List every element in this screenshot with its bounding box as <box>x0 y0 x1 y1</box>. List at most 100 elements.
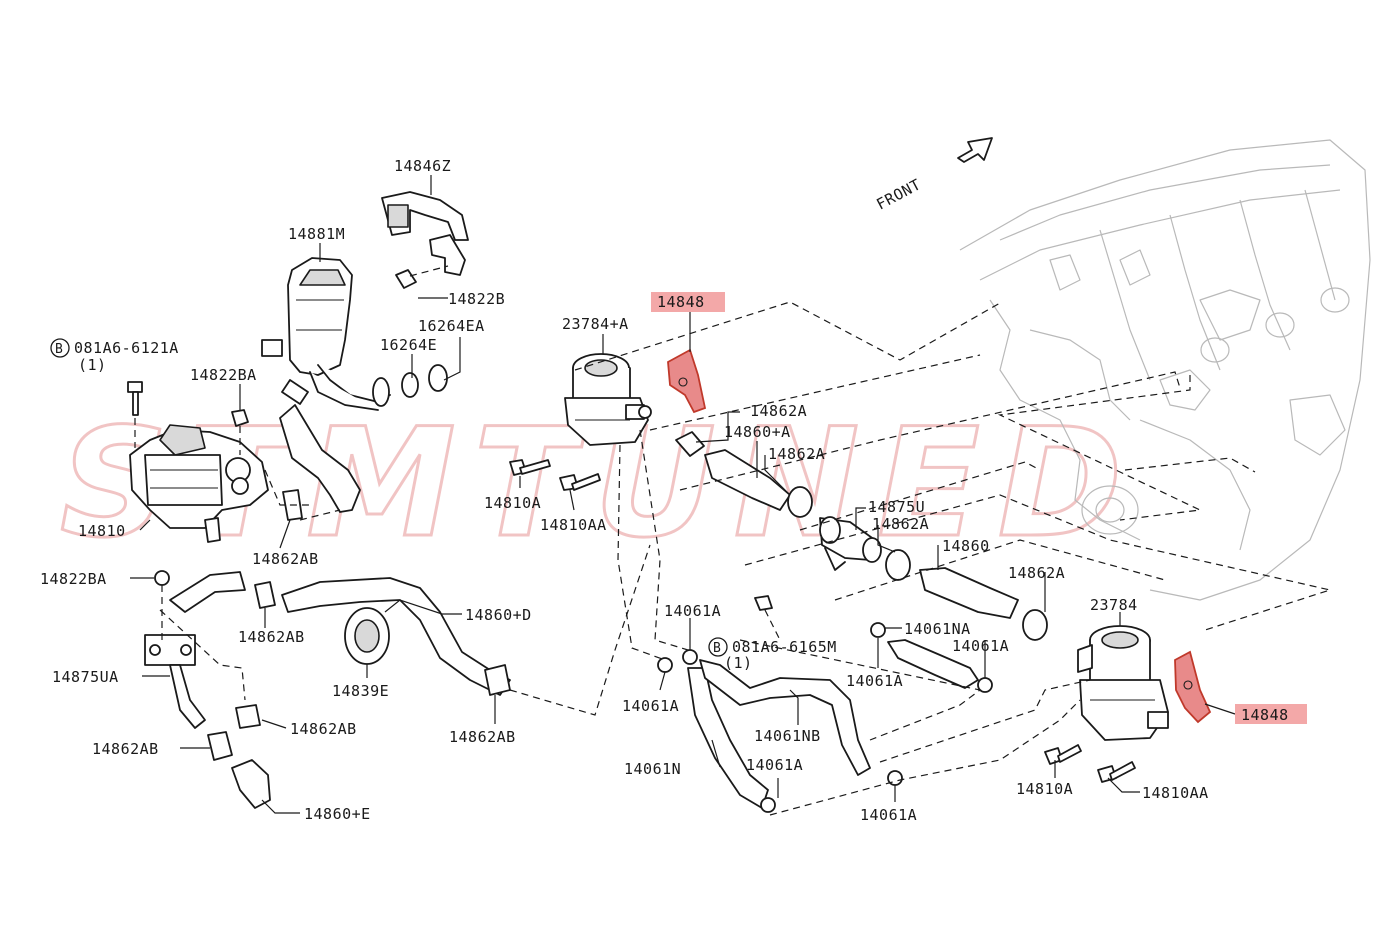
label-14846Z: 14846Z <box>394 157 451 175</box>
clamp-14061A-b <box>870 622 886 638</box>
label-14839E: 14839E <box>332 682 389 700</box>
clamp-14862AB-e <box>207 731 233 761</box>
highlight-box-14848-right <box>1235 704 1307 724</box>
part-14822B <box>395 265 449 289</box>
part-23784-valve <box>1077 625 1169 741</box>
bolt-081A6-6165M <box>754 595 781 641</box>
label-14061A-e: 14061A <box>746 756 803 774</box>
part-14848-right-highlighted <box>1174 650 1212 724</box>
label-14860A: 14860+A <box>724 423 791 441</box>
clamp-14061A-e <box>760 797 776 813</box>
part-23784A-valve <box>564 353 652 446</box>
label-14862A-c: 14862A <box>872 515 929 533</box>
hose-14860E <box>231 759 271 809</box>
label-14061A-b: 14061A <box>952 637 1009 655</box>
hose-14061NA <box>887 639 979 689</box>
label-14061NB: 14061NB <box>754 727 821 745</box>
hose-14860A <box>704 449 791 511</box>
clamp-14862A-d <box>1022 609 1048 641</box>
clamp-14061A-d <box>657 657 673 673</box>
label-14810A-left: 14810A <box>484 494 541 512</box>
routing-dashed-lines <box>299 301 1333 816</box>
hose-14061N <box>687 667 769 809</box>
front-indicator: FRONT <box>873 137 993 214</box>
label-14860E: 14860+E <box>304 805 371 823</box>
label-14810AA-left: 14810AA <box>540 516 607 534</box>
dash-pump-clamp <box>264 469 310 506</box>
label-081A6-6121A-qty: (1) <box>78 356 107 374</box>
label-081A6-6165M-qty: (1) <box>724 654 753 672</box>
label-16264E: 16264E <box>380 336 437 354</box>
engine-ghost <box>959 139 1371 601</box>
part-14875U <box>819 516 882 571</box>
label-14881M: 14881M <box>288 225 345 243</box>
clamp-14862AB-c <box>484 664 511 696</box>
clamp-14862A-b <box>787 486 813 518</box>
label-14860: 14860 <box>942 537 990 555</box>
label-081A6-6165M: 081A6-6165M <box>732 638 837 656</box>
bolt-marker-letter: B <box>55 342 63 357</box>
part-14881M <box>261 257 391 411</box>
bracket-hole-top <box>678 377 688 387</box>
label-14862A-d: 14862A <box>1008 564 1065 582</box>
label-16264EA: 16264EA <box>418 317 485 335</box>
clamp-14061A-a <box>682 649 698 665</box>
bolts-14810A-right <box>1044 744 1136 783</box>
bolts-14810A-left <box>509 459 601 491</box>
label-14810A-right: 14810A <box>1016 780 1073 798</box>
hose-left-upper <box>169 571 246 613</box>
leader-lines <box>130 175 1236 814</box>
label-14061A-c: 14061A <box>846 672 903 690</box>
clamp-14862AB-b <box>254 581 276 609</box>
label-14862AB-e: 14862AB <box>92 740 159 758</box>
label-14862AB-c: 14862AB <box>449 728 516 746</box>
label-14061A-d: 14061A <box>622 697 679 715</box>
part-14875UA <box>144 634 206 729</box>
label-23784: 23784 <box>1090 596 1138 614</box>
part-14822BA-top <box>231 409 249 455</box>
highlight-box-14848-top <box>651 292 725 312</box>
label-14862AB-a: 14862AB <box>252 550 319 568</box>
label-14822BA-left: 14822BA <box>40 570 107 588</box>
hose-14860D <box>281 577 511 696</box>
label-081A6-6121A: 081A6-6121A <box>74 339 179 357</box>
label-14848-top: 14848 <box>657 293 705 311</box>
clamp-14862A-c <box>885 549 911 581</box>
label-14822B: 14822B <box>448 290 505 308</box>
label-14875UA: 14875UA <box>52 668 119 686</box>
bracket-hole-right <box>1183 680 1193 690</box>
bolt-marker-icon <box>50 338 70 358</box>
part-14846Z <box>381 191 469 276</box>
hose-filter-outlet <box>279 404 361 513</box>
bolt-marker-letter-2: B <box>713 641 721 656</box>
label-14862A-a: 14862A <box>750 402 807 420</box>
hose-14860 <box>919 567 1019 619</box>
part-14810-pump <box>129 424 269 543</box>
hose-14061NB <box>699 659 871 776</box>
label-23784A: 23784+A <box>562 315 629 333</box>
label-14848-right: 14848 <box>1241 706 1289 724</box>
label-14061A-a: 14061A <box>664 602 721 620</box>
bolt-081A6-6121A <box>127 381 143 448</box>
part-14822BA-left <box>154 570 170 640</box>
label-14810: 14810 <box>78 522 126 540</box>
clamp-14862A-a <box>675 431 705 457</box>
clamp-14862AB-d <box>235 704 261 729</box>
label-14862AB-b: 14862AB <box>238 628 305 646</box>
label-14822BA-top: 14822BA <box>190 366 257 384</box>
label-14061NA: 14061NA <box>904 620 971 638</box>
part-14839E <box>344 607 390 665</box>
front-label: FRONT <box>873 175 924 213</box>
label-14860D: 14860+D <box>465 606 532 624</box>
label-14862A-b: 14862A <box>768 445 825 463</box>
front-arrow-icon <box>957 137 993 163</box>
label-14061N: 14061N <box>624 760 681 778</box>
bolt-marker-icon-2 <box>708 637 728 657</box>
part-16264E-EA <box>372 364 448 407</box>
label-14862AB-d: 14862AB <box>290 720 357 738</box>
dash-lower-left <box>159 609 246 701</box>
label-14875U: 14875U <box>868 498 925 516</box>
label-14061A-f: 14061A <box>860 806 917 824</box>
